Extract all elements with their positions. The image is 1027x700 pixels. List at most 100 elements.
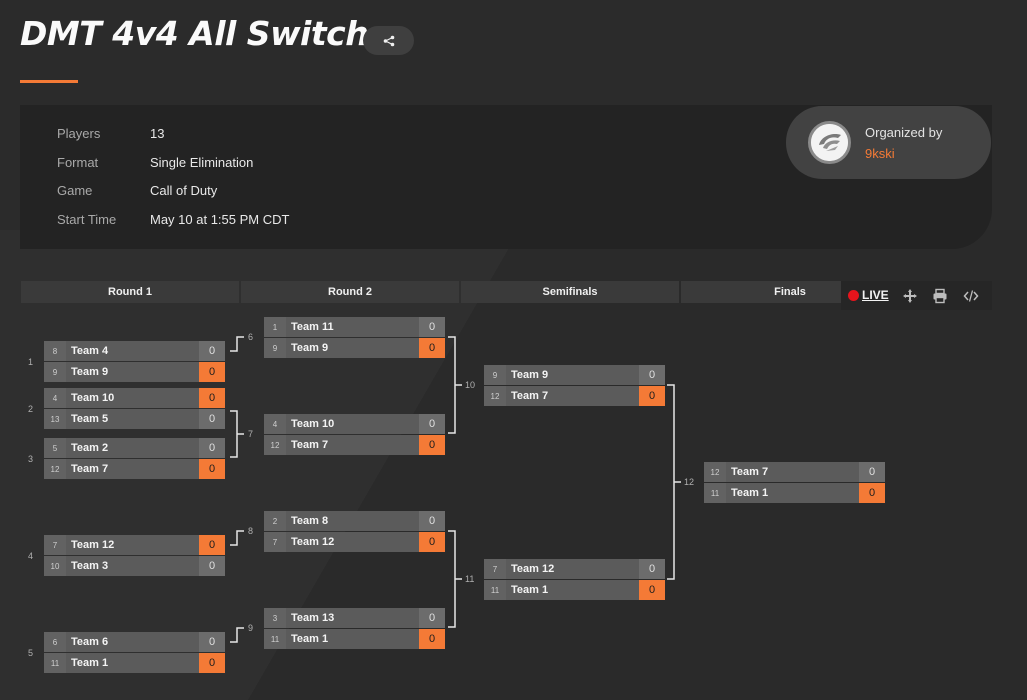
team-name: Team 12 — [291, 536, 335, 548]
organizer-avatar[interactable] — [808, 121, 851, 164]
match-slot[interactable]: 7 Team 12 0 — [484, 559, 665, 579]
organizer-card[interactable]: Organized by 9kski — [786, 106, 991, 179]
team-name: Team 1 — [731, 487, 769, 499]
match-slot[interactable]: 11 Team 1 0 — [704, 483, 885, 503]
match-slot[interactable]: 2 Team 8 0 — [264, 511, 445, 531]
seed: 2 — [264, 511, 286, 531]
code-embed-icon[interactable] — [963, 288, 979, 304]
organizer-name-link[interactable]: 9kski — [865, 146, 895, 161]
seed: 11 — [44, 653, 66, 673]
seed: 5 — [44, 438, 66, 458]
round-header-semifinals: Semifinals — [461, 281, 679, 303]
team-name: Team 1 — [291, 633, 329, 645]
score: 0 — [419, 317, 445, 337]
match-number: 7 — [248, 429, 254, 439]
info-value: Single Elimination — [150, 155, 254, 170]
match-slot[interactable]: 13 Team 5 0 — [44, 409, 225, 429]
match-slot[interactable]: 12 Team 7 0 — [484, 386, 665, 406]
seed: 7 — [264, 532, 286, 552]
match-number: 4 — [28, 551, 34, 561]
match-slot[interactable]: 3 Team 13 0 — [264, 608, 445, 628]
match-4[interactable]: 7 Team 12 0 10 Team 3 0 — [44, 535, 225, 577]
match-6[interactable]: 1 Team 11 0 9 Team 9 0 — [264, 317, 445, 359]
match-slot[interactable]: 5 Team 2 0 — [44, 438, 225, 458]
organizer-label: Organized by — [865, 125, 943, 140]
info-label: Game — [57, 183, 93, 198]
score: 0 — [859, 462, 885, 482]
team-name: Team 1 — [511, 584, 549, 596]
info-value: Call of Duty — [150, 183, 218, 198]
team-name: Team 3 — [71, 560, 109, 572]
match-12[interactable]: 12 Team 7 0 11 Team 1 0 — [704, 462, 885, 504]
match-3[interactable]: 5 Team 2 0 12 Team 7 0 — [44, 438, 225, 480]
score: 0 — [199, 341, 225, 361]
team-name: Team 7 — [731, 466, 769, 478]
team-name: Team 12 — [71, 539, 115, 551]
score: 0 — [199, 362, 225, 382]
match-slot[interactable]: 10 Team 3 0 — [44, 556, 225, 576]
seed: 10 — [44, 556, 66, 576]
match-slot[interactable]: 11 Team 1 0 — [264, 629, 445, 649]
organizer-logo-icon — [811, 124, 848, 161]
match-slot[interactable]: 8 Team 4 0 — [44, 341, 225, 361]
share-button[interactable] — [363, 26, 414, 55]
team-name: Team 13 — [291, 612, 335, 624]
match-slot[interactable]: 6 Team 6 0 — [44, 632, 225, 652]
team-name: Team 7 — [511, 390, 549, 402]
match-slot[interactable]: 7 Team 12 0 — [44, 535, 225, 555]
match-slot[interactable]: 11 Team 1 0 — [484, 580, 665, 600]
match-slot[interactable]: 9 Team 9 0 — [44, 362, 225, 382]
match-11[interactable]: 7 Team 12 0 11 Team 1 0 — [484, 559, 665, 601]
move-icon[interactable] — [902, 288, 918, 304]
match-2[interactable]: 4 Team 10 0 13 Team 5 0 — [44, 388, 225, 430]
match-7[interactable]: 4 Team 10 0 12 Team 7 0 — [264, 414, 445, 456]
match-slot[interactable]: 1 Team 11 0 — [264, 317, 445, 337]
match-slot[interactable]: 4 Team 10 0 — [264, 414, 445, 434]
score: 0 — [639, 559, 665, 579]
match-number: 12 — [684, 477, 695, 487]
match-1[interactable]: 8 Team 4 0 9 Team 9 0 — [44, 341, 225, 383]
score: 0 — [639, 365, 665, 385]
seed: 3 — [264, 608, 286, 628]
score: 0 — [199, 459, 225, 479]
info-label: Players — [57, 126, 101, 141]
match-slot[interactable]: 9 Team 9 0 — [484, 365, 665, 385]
team-name: Team 9 — [291, 342, 329, 354]
match-slot[interactable]: 11 Team 1 0 — [44, 653, 225, 673]
team-name: Team 9 — [511, 369, 549, 381]
team-name: Team 11 — [291, 321, 334, 333]
match-10[interactable]: 9 Team 9 0 12 Team 7 0 — [484, 365, 665, 407]
match-slot[interactable]: 4 Team 10 0 — [44, 388, 225, 408]
score: 0 — [419, 414, 445, 434]
team-name: Team 10 — [71, 392, 115, 404]
match-9[interactable]: 3 Team 13 0 11 Team 1 0 — [264, 608, 445, 650]
info-value: May 10 at 1:55 PM CDT — [150, 212, 290, 227]
match-slot[interactable]: 9 Team 9 0 — [264, 338, 445, 358]
seed: 1 — [264, 317, 286, 337]
team-name: Team 5 — [71, 413, 109, 425]
score: 0 — [419, 511, 445, 531]
seed: 9 — [44, 362, 66, 382]
team-name: Team 9 — [71, 366, 109, 378]
score: 0 — [199, 556, 225, 576]
match-8[interactable]: 2 Team 8 0 7 Team 12 0 — [264, 511, 445, 553]
team-name: Team 4 — [71, 345, 109, 357]
match-5[interactable]: 6 Team 6 0 11 Team 1 0 — [44, 632, 225, 674]
match-slot[interactable]: 12 Team 7 0 — [264, 435, 445, 455]
seed: 8 — [44, 341, 66, 361]
seed: 12 — [484, 386, 506, 406]
seed: 7 — [484, 559, 506, 579]
match-number: 3 — [28, 454, 34, 464]
live-label: LIVE — [862, 288, 889, 302]
seed: 13 — [44, 409, 66, 429]
score: 0 — [419, 338, 445, 358]
print-icon[interactable] — [932, 288, 948, 304]
match-number: 5 — [28, 648, 34, 658]
team-name: Team 10 — [291, 418, 335, 430]
match-slot[interactable]: 7 Team 12 0 — [264, 532, 445, 552]
live-toggle[interactable]: LIVE — [848, 288, 889, 302]
match-slot[interactable]: 12 Team 7 0 — [704, 462, 885, 482]
match-number: 2 — [28, 404, 34, 414]
match-slot[interactable]: 12 Team 7 0 — [44, 459, 225, 479]
